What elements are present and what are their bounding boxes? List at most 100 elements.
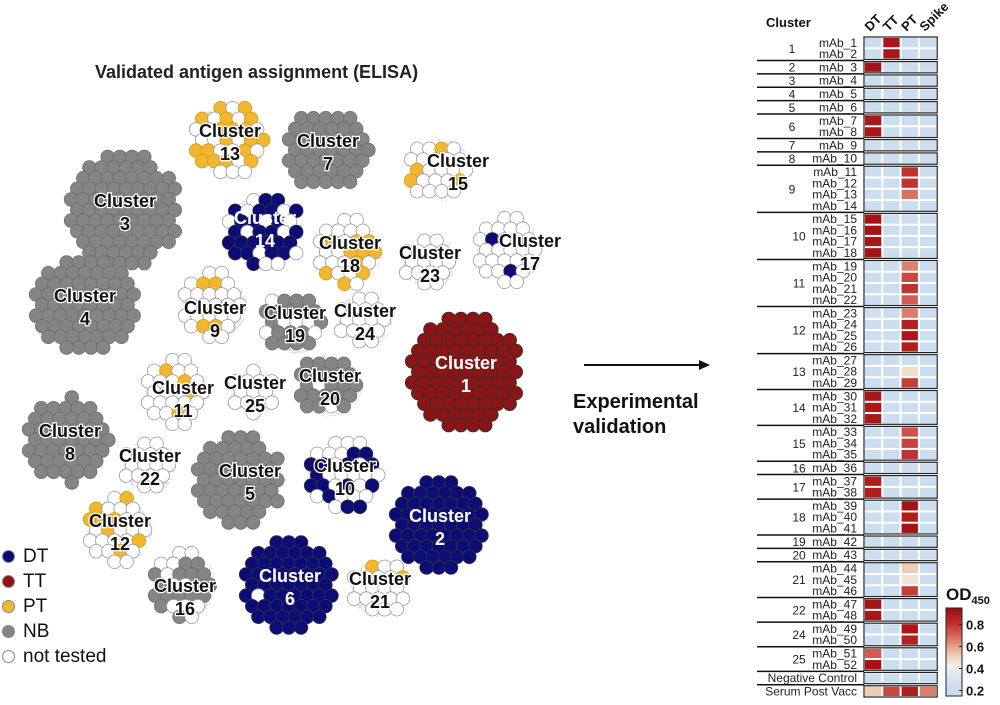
- node: [293, 620, 309, 635]
- cluster-number: 9: [210, 321, 220, 341]
- heatmap-group: [863, 139, 938, 152]
- heatmap-group: [863, 548, 938, 562]
- heatmap-cell: [919, 402, 937, 413]
- column-label-spike: Spike: [916, 0, 951, 34]
- heatmap-cell: [883, 49, 900, 59]
- heatmap-cell: [883, 427, 900, 437]
- heatmap-cell: [883, 178, 900, 188]
- row-label: mAb_50: [812, 633, 857, 647]
- heatmap-cell: [901, 342, 918, 352]
- node: [214, 329, 229, 345]
- heatmap-cell: [919, 476, 937, 486]
- cluster-number-label: 12: [792, 324, 806, 338]
- heatmap-cell: [919, 366, 937, 377]
- heatmap-cell: [883, 89, 900, 99]
- cluster-number: 5: [245, 484, 255, 504]
- heatmap-group: [863, 475, 938, 499]
- arrow-label-line: Experimental: [573, 391, 699, 413]
- cluster-number-label: 8: [789, 152, 796, 166]
- legend-item-nb: NB: [2, 619, 106, 644]
- heatmap-cell: [919, 127, 937, 137]
- cluster-number: 2: [435, 529, 445, 549]
- pt-dot-icon: [2, 600, 15, 613]
- cluster-number: 18: [340, 256, 360, 276]
- cluster-label: Cluster: [54, 286, 116, 306]
- heatmap-cell: [883, 153, 900, 164]
- node: [269, 620, 284, 635]
- heatmap-cell: [865, 236, 882, 247]
- node: [340, 499, 355, 515]
- heatmap-cell: [883, 586, 900, 596]
- heatmap-cell: [883, 225, 900, 235]
- node: [502, 396, 517, 412]
- heatmap-cell: [901, 75, 918, 86]
- heatmap-cell: [919, 284, 937, 294]
- legend-item-pt: PT: [2, 594, 106, 619]
- row-label: mAb_21: [812, 282, 857, 296]
- heatmap-cell: [901, 391, 918, 401]
- node: [446, 183, 462, 199]
- cluster-label: Cluster: [184, 298, 246, 318]
- row-label: Serum Post Vacc: [765, 685, 857, 699]
- row-label: mAb_32: [812, 412, 857, 426]
- node: [300, 399, 315, 414]
- node: [227, 395, 243, 410]
- row-label: mAb_19: [812, 259, 857, 273]
- cluster-label: Cluster: [259, 566, 321, 586]
- node: [306, 174, 321, 190]
- cluster-number: 22: [140, 469, 160, 489]
- cluster-number: 21: [370, 592, 390, 612]
- heatmap-cell: [901, 378, 918, 388]
- heatmap-cell: [901, 248, 918, 258]
- not-tested-dot-icon: [2, 650, 15, 663]
- heatmap-cell: [883, 391, 900, 401]
- cluster-label: Cluster: [39, 421, 101, 441]
- node: [59, 340, 74, 355]
- heatmap-cell: [883, 140, 900, 150]
- heatmap-cell: [919, 449, 937, 460]
- node: [245, 515, 261, 530]
- node: [422, 183, 437, 199]
- heatmap-group: [863, 389, 938, 425]
- heatmap-cell: [883, 610, 900, 621]
- node: [71, 340, 87, 355]
- node: [419, 560, 434, 575]
- cluster-number-label: 19: [792, 535, 806, 549]
- heatmap-group: [863, 622, 938, 647]
- heatmap-cell: [883, 487, 900, 498]
- heatmap-cell: [901, 167, 918, 177]
- heatmap-group: [863, 597, 938, 622]
- cluster-22: Cluster 22: [118, 436, 182, 494]
- node: [509, 274, 524, 290]
- heatmap-cell: [901, 49, 918, 59]
- node: [149, 479, 164, 494]
- heatmap-cell: [901, 635, 918, 645]
- heatmap-cell: [865, 624, 882, 634]
- cluster-number-label: 9: [789, 182, 796, 196]
- heatmap-cell: [901, 550, 918, 560]
- heatmap-cell: [901, 261, 918, 271]
- row-label: mAb_33: [812, 425, 857, 439]
- node: [443, 560, 459, 575]
- cluster-label: Cluster: [119, 446, 181, 466]
- heatmap-cell: [919, 225, 937, 235]
- heatmap-cell: [919, 214, 937, 224]
- cluster-number: 8: [65, 444, 75, 464]
- colorbar-tick-label: 0.4: [966, 662, 985, 677]
- node: [124, 255, 140, 271]
- heatmap-cell: [919, 624, 937, 634]
- heatmap-cell: [865, 284, 882, 294]
- heatmap-cell: [883, 660, 900, 670]
- heatmap-cell: [919, 38, 937, 48]
- heatmap-cell: [919, 501, 937, 511]
- heatmap-cell: [919, 62, 937, 72]
- node: [146, 406, 162, 421]
- node: [431, 560, 447, 575]
